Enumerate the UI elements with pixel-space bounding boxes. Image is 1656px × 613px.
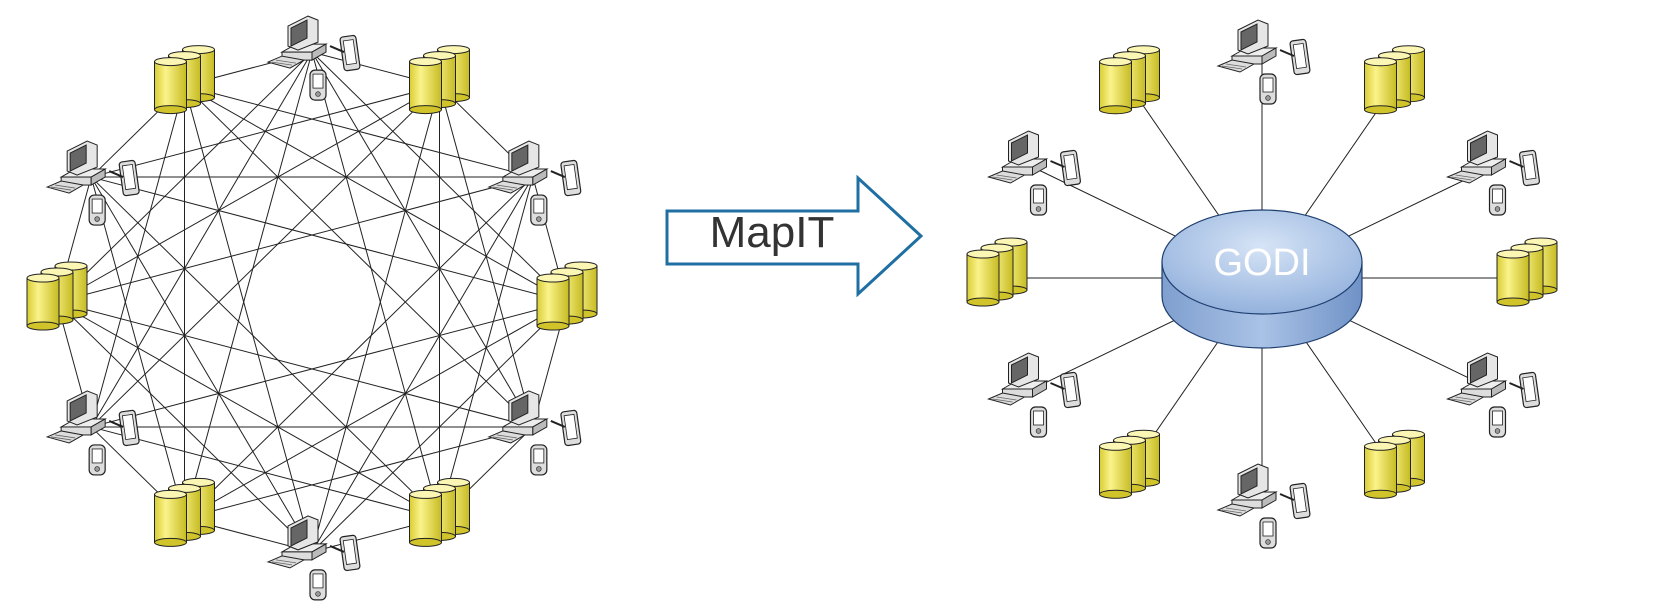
mesh-link bbox=[56, 301, 533, 428]
client-devices-icon bbox=[1446, 130, 1541, 216]
client-devices-icon bbox=[46, 140, 141, 227]
mesh-link bbox=[184, 51, 313, 519]
mesh-link bbox=[184, 85, 534, 428]
mesh-connections bbox=[56, 51, 568, 553]
hub-label: GODI bbox=[1213, 242, 1310, 284]
database-cluster-icon bbox=[409, 45, 470, 115]
client-devices-icon bbox=[1446, 352, 1541, 438]
mesh-link bbox=[184, 85, 313, 553]
arrow-label: MapIT bbox=[710, 208, 835, 257]
database-cluster-icon bbox=[1364, 45, 1425, 115]
mesh-link bbox=[311, 85, 440, 553]
client-devices-icon bbox=[487, 140, 583, 227]
mesh-link bbox=[91, 176, 568, 303]
client-devices-icon bbox=[487, 389, 583, 476]
database-cluster-icon bbox=[154, 477, 215, 547]
client-devices-icon bbox=[267, 15, 362, 102]
client-devices-icon bbox=[46, 389, 141, 476]
database-cluster-icon bbox=[1099, 45, 1160, 115]
database-cluster-icon bbox=[1099, 429, 1160, 499]
mesh-link bbox=[56, 301, 440, 519]
mesh-link bbox=[56, 85, 440, 303]
client-devices-icon bbox=[1217, 463, 1312, 549]
database-cluster-icon bbox=[536, 261, 598, 331]
mesh-link bbox=[184, 301, 568, 519]
client-devices-icon bbox=[1217, 19, 1312, 105]
mesh-link bbox=[311, 176, 534, 553]
database-cluster-icon bbox=[26, 261, 88, 331]
mesh-link bbox=[56, 176, 533, 303]
mesh-link bbox=[311, 51, 534, 428]
mesh-link bbox=[90, 85, 440, 428]
mesh-link bbox=[184, 85, 533, 178]
godi-hub: GODI bbox=[1161, 209, 1363, 349]
mesh-network bbox=[26, 15, 598, 601]
mesh-link bbox=[184, 176, 534, 519]
client-devices-icon bbox=[987, 352, 1082, 438]
mesh-link bbox=[91, 301, 568, 428]
mapit-arrow: MapIT bbox=[665, 174, 924, 298]
mesh-link bbox=[90, 51, 313, 428]
database-cluster-icon bbox=[1496, 237, 1558, 307]
database-cluster-icon bbox=[966, 237, 1028, 307]
mesh-link bbox=[184, 85, 568, 303]
client-devices-icon bbox=[987, 130, 1082, 216]
mesh-link bbox=[311, 51, 440, 519]
mesh-link bbox=[90, 176, 313, 553]
database-cluster-icon bbox=[409, 477, 470, 547]
client-devices-icon bbox=[267, 514, 362, 601]
database-cluster-icon bbox=[154, 45, 215, 115]
mesh-link bbox=[90, 176, 440, 519]
